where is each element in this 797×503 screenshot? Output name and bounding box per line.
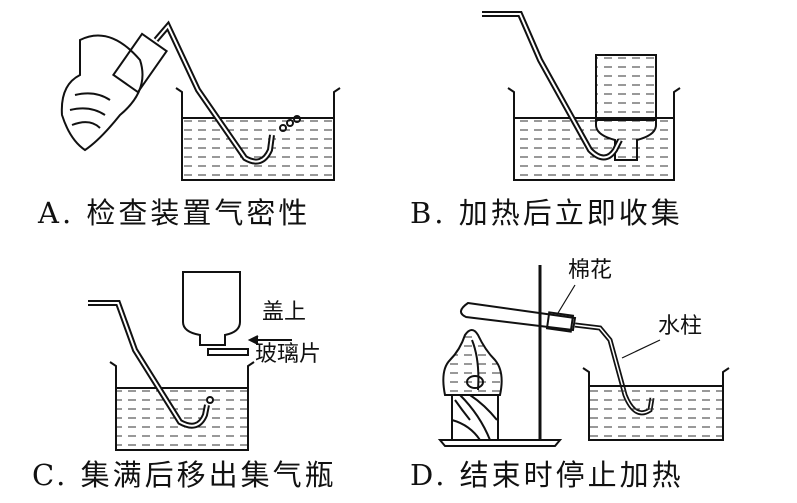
caption-b: B. 加热后立即收集: [410, 196, 683, 230]
panel-b-tube: [482, 11, 623, 161]
panel-c-beaker: [109, 361, 255, 451]
hand-holding-test-tube: [60, 32, 169, 152]
caption-c: C. 集满后移出集气瓶: [32, 458, 337, 492]
panel-b-collecting-bottle: [595, 54, 657, 161]
label-cover-line2: 玻璃片: [255, 342, 322, 367]
label-cover-line1: 盖上: [262, 300, 307, 325]
panel-c-inverted-bottle: [182, 271, 292, 356]
caption-a: A. 检查装置气密性: [38, 196, 311, 230]
caption-d: D. 结束时停止加热: [410, 458, 684, 492]
panel-b-beaker: [507, 87, 681, 181]
panel-a-tube: [153, 20, 301, 165]
glass-slide: [207, 348, 249, 356]
panel-d-alcohol-lamp: [442, 329, 503, 441]
panel-d-beaker: [582, 367, 730, 441]
panel-d-iron-stand: [437, 265, 563, 447]
panel-c-tube: [88, 300, 214, 429]
label-water-column: 水柱: [658, 314, 703, 339]
panel-a-beaker: [175, 87, 341, 181]
label-cotton: 棉花: [568, 258, 613, 283]
